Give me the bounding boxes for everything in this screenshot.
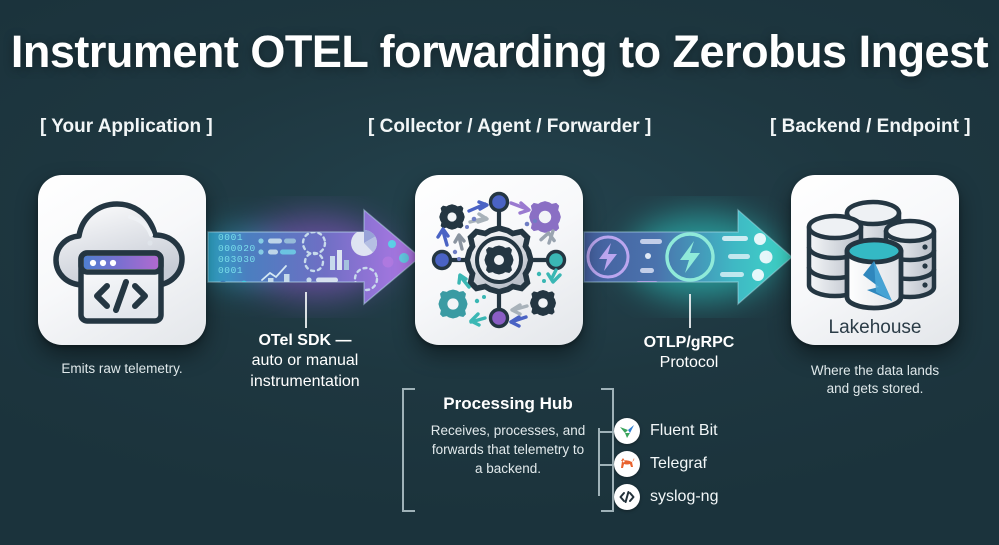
otel-sdk-label-bold: OTel SDK — [258, 332, 352, 349]
syslog-ng-code-icon [614, 483, 640, 510]
processing-hub-title: Processing Hub [443, 394, 573, 413]
fluent-bit-bird-icon [614, 417, 640, 444]
stage-label-collector: [ Collector / Agent / Forwarder ] [368, 116, 652, 137]
tool-label: Fluent Bit [650, 421, 718, 439]
otel-sdk-tick [305, 292, 307, 328]
otel-sdk-label: OTel SDK — auto or manual instrumentation [215, 331, 395, 392]
page-title: Instrument OTEL forwarding to Zerobus In… [10, 26, 989, 77]
lightning-bolt-icon [665, 232, 715, 282]
binary-digits: 0001 000020 003030 0001 [218, 232, 256, 276]
otlp-grpc-arrow [578, 196, 800, 318]
cloud-code-icon [53, 201, 185, 324]
stage-label-backend: [ Backend / Endpoint ] [770, 116, 971, 137]
tool-label: Telegraf [650, 454, 707, 472]
tool-label: syslog-ng [650, 487, 719, 505]
otlp-grpc-label: OTLP/gRPC Protocol [598, 333, 780, 374]
processing-hub-description: Receives, processes, and forwards that t… [430, 423, 586, 477]
svg-text:0001: 0001 [218, 232, 243, 243]
svg-text:000020: 000020 [218, 243, 256, 254]
tool-connector-icon [598, 430, 614, 433]
otlp-grpc-label-rest: Protocol [659, 354, 719, 372]
application-caption: Emits raw telemetry. [61, 361, 183, 376]
delta-logo-icon [863, 261, 892, 301]
stage-label-application: [ Your Application ] [40, 116, 213, 137]
application-card[interactable] [38, 175, 206, 345]
otlp-grpc-tick [689, 294, 691, 328]
tool-connector-icon [598, 463, 614, 466]
gears-network-icon [431, 191, 567, 329]
list-item[interactable]: Fluent Bit [598, 414, 814, 447]
lakehouse-icon-text: Lakehouse [829, 317, 922, 338]
backend-caption: Where the data lands and gets stored. [810, 363, 940, 397]
tools-connector-line [598, 428, 600, 496]
processing-hub-block: Processing Hub Receives, processes, and … [402, 388, 614, 512]
svg-text:0001: 0001 [218, 265, 243, 276]
svg-text:003030: 003030 [218, 254, 256, 265]
otel-sdk-label-rest: auto or manual instrumentation [250, 352, 360, 390]
otel-sdk-arrow: 0001 000020 003030 0001 [196, 196, 428, 318]
list-item[interactable]: Telegraf [598, 447, 814, 480]
bracket-right-icon [601, 388, 614, 512]
list-item[interactable]: syslog-ng [614, 480, 814, 513]
otlp-grpc-label-bold: OTLP/gRPC [643, 334, 735, 351]
telegraf-dog-icon [614, 450, 640, 477]
bracket-left-icon [402, 388, 415, 512]
lakehouse-database-icon: Lakehouse [806, 199, 937, 338]
collector-card[interactable] [415, 175, 583, 345]
tools-list: Fluent Bit Telegraf [598, 414, 814, 513]
lightning-bolt-icon [586, 235, 630, 279]
backend-card[interactable]: Lakehouse [791, 175, 959, 345]
